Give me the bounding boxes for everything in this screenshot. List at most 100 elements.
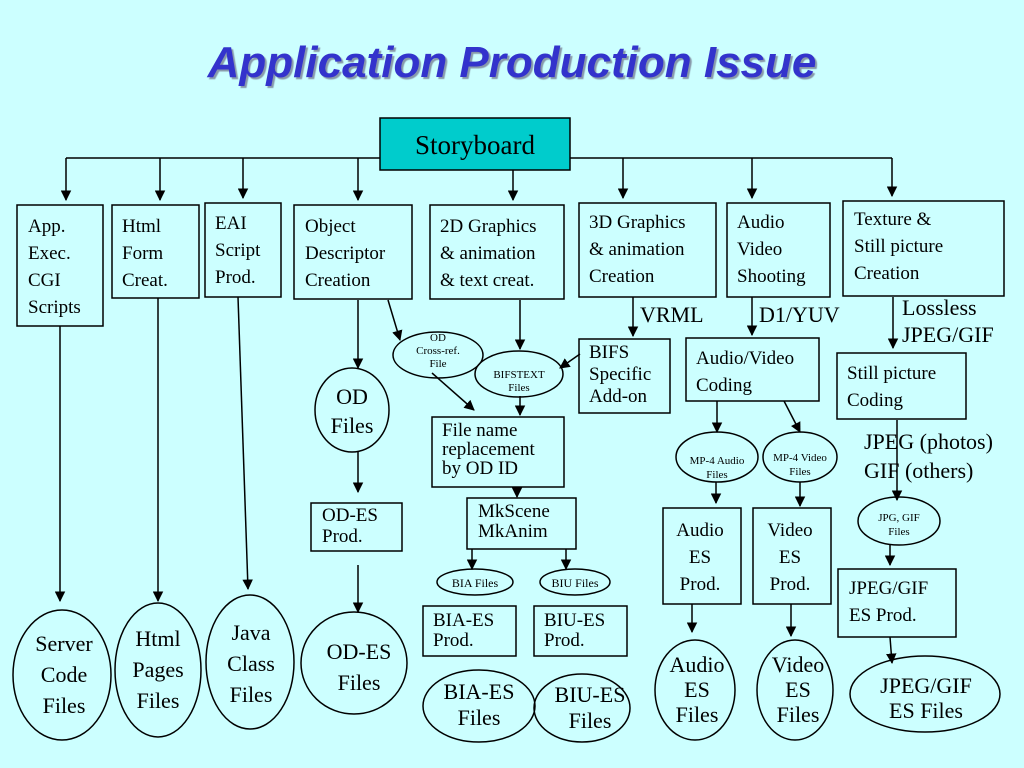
storyboard-label: Storyboard xyxy=(415,130,535,160)
node-box xyxy=(578,202,717,298)
node-box xyxy=(842,200,1005,297)
vrml-annotation: VRML xyxy=(640,302,704,327)
node-ellipse xyxy=(300,611,408,715)
node-box xyxy=(111,204,200,299)
node-box xyxy=(685,337,820,402)
node-box xyxy=(662,507,742,605)
node-ellipse xyxy=(533,673,631,743)
node-box xyxy=(578,338,671,414)
node-ellipse xyxy=(654,639,736,741)
node-box xyxy=(726,202,831,298)
node-box xyxy=(422,605,517,657)
node-box xyxy=(429,204,565,300)
node-box xyxy=(310,502,403,552)
node-ellipse xyxy=(114,602,202,738)
node-ellipse xyxy=(539,568,611,596)
node-box xyxy=(837,568,957,638)
node-ellipse xyxy=(422,669,536,743)
node-ellipse xyxy=(857,496,941,546)
node-box xyxy=(533,605,628,657)
node-ellipse xyxy=(762,431,838,483)
d1yuv-annotation: D1/YUV xyxy=(759,302,840,327)
node-ellipse xyxy=(12,609,112,741)
jpeg-photos-annotation: JPEG (photos)GIF (others) xyxy=(864,429,993,483)
bia-files-node: BIA Files xyxy=(436,568,514,596)
graphics-2d-node: 2D Graphics& animation& text creat. xyxy=(429,204,565,300)
node-ellipse xyxy=(392,331,484,379)
node-ellipse xyxy=(849,655,1001,733)
node-ellipse xyxy=(756,639,834,741)
node-ellipse xyxy=(205,594,295,730)
node-ellipse xyxy=(675,431,759,483)
node-box xyxy=(431,416,565,488)
node-box xyxy=(204,202,282,298)
node-ellipse xyxy=(474,350,564,398)
node-box xyxy=(836,352,967,420)
node-box xyxy=(293,204,413,300)
node-ellipse xyxy=(436,568,514,596)
graphics-2d-label: 2D Graphics& animation& text creat. xyxy=(440,216,537,291)
biu-files-label: BIU Files xyxy=(551,576,598,590)
node-ellipse xyxy=(314,367,390,453)
node-box xyxy=(752,507,832,605)
node-box xyxy=(379,117,571,171)
